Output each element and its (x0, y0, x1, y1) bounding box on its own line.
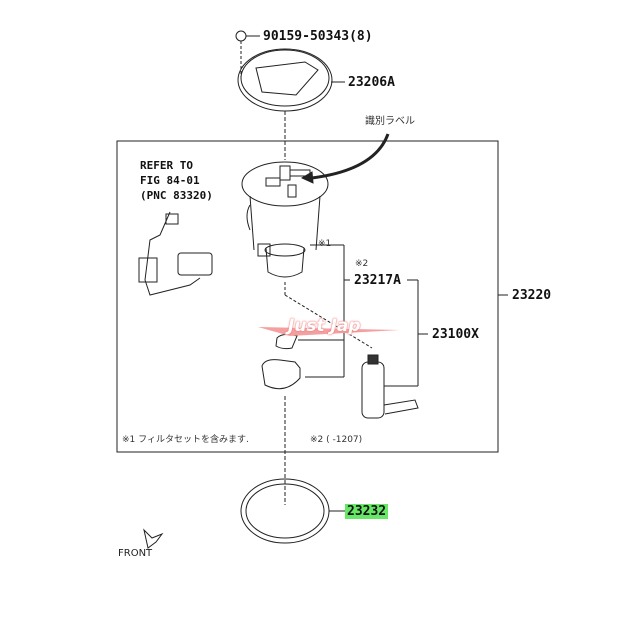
wire-harness (138, 211, 213, 296)
watermark-swoosh (258, 327, 400, 336)
note1-mark: ※1 (318, 239, 332, 249)
refer-line-2: FIG 84-01 (140, 174, 200, 187)
filter-part-lower (261, 359, 301, 390)
filter-part-upper (275, 333, 298, 350)
bolt-part-number[interactable]: 90159-50343(8) (263, 29, 373, 44)
identification-label-text: 識別ラベル (365, 116, 415, 127)
footnote-1: ※1 フィルタセットを含みます. (122, 435, 249, 445)
gasket-part-number[interactable]: 23206A (348, 75, 395, 90)
front-label: FRONT (118, 548, 153, 559)
front-arrow-icon (143, 528, 164, 549)
note2-mark: ※2 (355, 259, 369, 269)
footnote-2: ※2 ( -1207) (310, 435, 363, 445)
bolt-symbol-icon (235, 30, 247, 42)
pump-module (241, 161, 329, 278)
label-arrow-icon (311, 133, 390, 180)
watermark: Just Jap (288, 316, 361, 336)
pump-part-number[interactable]: 23100X (432, 327, 479, 342)
refer-line-1: REFER TO (140, 159, 193, 172)
assembly-frame (116, 140, 499, 453)
refer-line-3[interactable]: (PNC 83320) (140, 189, 213, 202)
gasket-23206A (237, 48, 333, 112)
ring-part-number[interactable]: 23232 (345, 504, 389, 519)
fuel-pump (361, 354, 419, 419)
filter-set-part-number[interactable]: 23217A (354, 273, 401, 288)
assembly-part-number[interactable]: 23220 (512, 288, 552, 303)
